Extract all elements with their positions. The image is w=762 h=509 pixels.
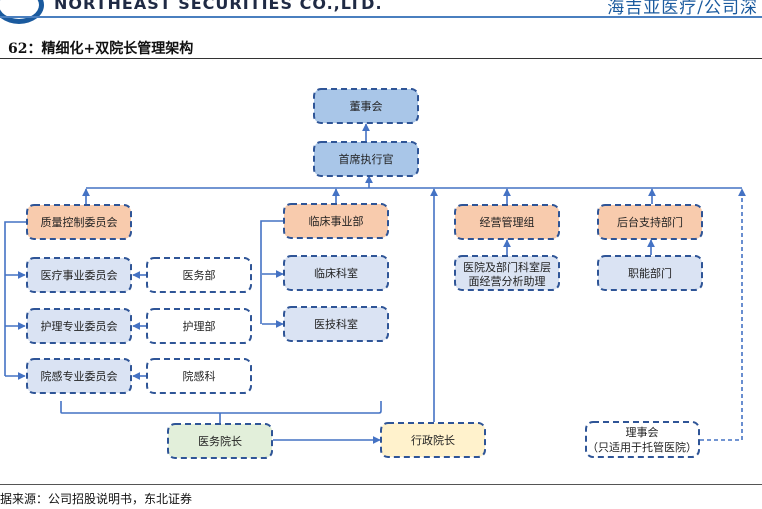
node-operations-assistant: 医院及部门科室层 面经营分析助理 (454, 255, 560, 291)
node-operations-group: 经营管理组 (454, 204, 560, 240)
node-back-office: 后台支持部门 (597, 204, 703, 240)
node-functional-depts: 职能部门 (597, 255, 703, 291)
node-clinical-departments-label: 临床科室 (314, 266, 358, 280)
node-council: 理事会 （只适用于托管医院） (585, 421, 700, 458)
node-quality-committee-label: 质量控制委员会 (41, 215, 118, 229)
node-council-label-2: （只适用于托管医院） (587, 440, 697, 454)
node-clinical-division: 临床事业部 (283, 203, 389, 239)
node-medical-committee-label: 医疗事业委员会 (41, 268, 118, 282)
node-ceo: 首席执行官 (313, 141, 419, 177)
company-logo-icon (0, 0, 44, 24)
connector-bottom-bracket (60, 401, 382, 414)
source-divider (0, 484, 762, 485)
company-name: NORTHEAST SECURITIES CO.,LTD. (54, 0, 383, 13)
node-nursing-dept-label: 护理部 (183, 319, 216, 333)
report-title: 海吉亚医疗/公司深 (607, 0, 758, 18)
node-medical-affairs-dept-label: 医务部 (183, 268, 216, 282)
node-medical-president-label: 医务院长 (198, 434, 242, 448)
figure-source: 据来源：公司招股说明书，东北证券 (0, 492, 193, 506)
node-infection-dept-label: 院感科 (183, 369, 216, 383)
node-ceo-label: 首席执行官 (339, 152, 394, 166)
node-medtech-departments: 医技科室 (283, 306, 389, 342)
header-divider (0, 16, 762, 18)
node-admin-president: 行政院长 (380, 422, 486, 458)
report-header: NORTHEAST SECURITIES CO.,LTD. 海吉亚医疗/公司深 (0, 0, 762, 24)
node-clinical-departments: 临床科室 (283, 255, 389, 291)
node-medical-affairs-dept: 医务部 (146, 257, 252, 293)
node-clinical-division-label: 临床事业部 (309, 214, 364, 228)
node-operations-group-label: 经营管理组 (480, 215, 535, 229)
connector-quality-left (4, 221, 26, 376)
node-operations-assistant-label-1: 医院及部门科室层 (463, 260, 551, 274)
node-infection-committee-label: 院感专业委员会 (41, 369, 118, 383)
connector-clinical-left (260, 220, 283, 324)
node-quality-committee: 质量控制委员会 (26, 204, 132, 240)
node-nursing-committee-label: 护理专业委员会 (41, 319, 118, 333)
node-board-label: 董事会 (350, 100, 383, 113)
node-medical-president: 医务院长 (167, 423, 273, 459)
node-medical-committee: 医疗事业委员会 (26, 257, 132, 293)
node-medtech-departments-label: 医技科室 (314, 317, 358, 331)
node-operations-assistant-label-2: 面经营分析助理 (469, 274, 546, 288)
node-functional-depts-label: 职能部门 (628, 266, 672, 280)
node-nursing-committee: 护理专业委员会 (26, 308, 132, 344)
node-council-label-1: 理事会 (626, 426, 659, 439)
title-divider (0, 58, 762, 59)
node-infection-dept: 院感科 (146, 358, 252, 394)
node-back-office-label: 后台支持部门 (617, 215, 683, 229)
node-board: 董事会 (313, 88, 419, 124)
node-nursing-dept: 护理部 (146, 308, 252, 344)
node-admin-president-label: 行政院长 (411, 433, 455, 447)
figure-title: 62：精细化+双院长管理架构 (8, 41, 194, 57)
node-infection-committee: 院感专业委员会 (26, 358, 132, 394)
